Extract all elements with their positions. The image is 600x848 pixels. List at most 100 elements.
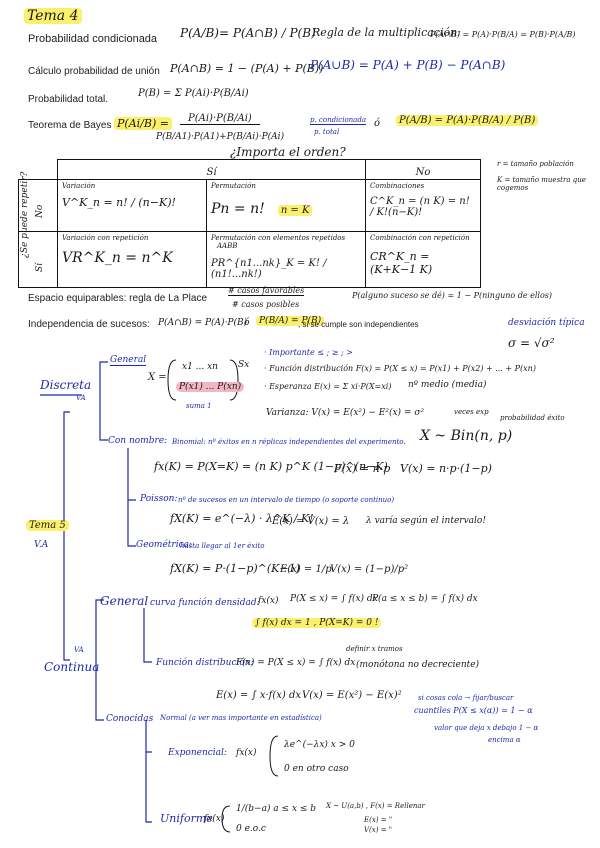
- bayes-note-bottom: p. total: [314, 128, 340, 136]
- cola-note-1: si cosas cola → fijar/buscar: [418, 694, 514, 702]
- p-le-formula: P(X ≤ x) = ∫ f(x) dx: [290, 594, 378, 604]
- geometrica-label: Geométrica:: [136, 540, 193, 550]
- discreta-label: Discreta: [40, 378, 92, 392]
- combinatoria-table: Sí No No Variación V^K_n = n! / (n−K)! P…: [18, 159, 481, 288]
- x-vector-bottom-box: P(x1) ... P(xn): [176, 382, 245, 392]
- binomial-note-prob: probabilidad éxito: [500, 414, 565, 422]
- discreta-va: VA: [76, 394, 86, 402]
- poisson-label: Poisson:: [140, 494, 178, 504]
- tema5-va: V.A: [34, 540, 49, 550]
- laplace-den: # casos posibles: [232, 300, 300, 309]
- perm-rep-extra: AABB: [217, 242, 238, 250]
- continua-label: Continua: [44, 660, 100, 674]
- geometrica-desc: hasta llegar al 1er éxito: [180, 542, 265, 550]
- x-vector-bottom: P(x1) ... P(xn): [176, 382, 245, 392]
- varianza-continua: V(x) = E(x²) − E(x)²: [302, 690, 402, 701]
- comb-rep-title: Combinación con repetición: [370, 234, 470, 242]
- tema5-box: Tema 5: [26, 520, 69, 531]
- laplace-num: # casos favorables: [228, 286, 305, 296]
- permutacion-formula: Pn = n!: [211, 201, 265, 217]
- x-vector-top: x1 ... xn: [182, 362, 218, 372]
- p-ab-formula: P(a ≤ x ≤ b) = ∫ f(x) dx: [372, 594, 478, 604]
- bayes-denominator: P(B/A1)·P(A1)+P(B/Ai)·P(Ai): [156, 132, 285, 142]
- bayes-alt-box: P(A/B) = P(A)·P(B/A) / P(B): [396, 115, 539, 126]
- bayes-lhs-box: P(Ai/B) =: [114, 117, 172, 130]
- perm-rep-title: Permutación con elementos repetidos: [211, 234, 346, 242]
- permutacion-note: n = K: [277, 205, 313, 216]
- suma1-note: suma 1: [186, 402, 212, 410]
- definir-tramos-note: definir x tramos: [346, 645, 403, 653]
- importante-note: · Importante ≤ ; ≥ ; >: [264, 348, 353, 357]
- desviacion-label: desviación típica: [508, 318, 585, 328]
- funcion-dist-continua-formula: F(x) = P(X ≤ x) = ∫ f(x) dx: [236, 658, 356, 668]
- exponencial-label: Exponencial:: [168, 748, 227, 758]
- cola-note-4: encima α: [488, 736, 521, 744]
- binomial-V: V(x) = n·p·(1−p): [400, 462, 492, 475]
- uniforme-V: V(x) = ": [364, 826, 392, 834]
- independencia-alt: P(B/A) = P(B): [256, 316, 325, 326]
- bayes-o: ó: [374, 118, 381, 129]
- note-k: K = tamaño muestra que cogemos: [497, 176, 586, 192]
- funcion-dist-continua-label: Función distribución:: [156, 658, 254, 668]
- combinacion-formula: C^K_n = (n K) = n! / K!(n−K)!: [370, 196, 470, 218]
- geometrica-V: V(x) = (1−p)/p²: [330, 564, 409, 575]
- permutacion-title: Permutación: [211, 182, 256, 190]
- independencia-label: Independencia de sucesos:: [28, 319, 150, 330]
- variacion-formula: V^K_n = n! / (n−K)!: [62, 196, 176, 209]
- binomial-pmf: fx(K) = P(X=K) = (n K) p^K (1−p)^(n−K): [154, 460, 388, 473]
- cola-note-2: cuantiles P(X ≤ x(α)) = 1 − α: [414, 706, 533, 715]
- prob-cond-formula: P(A/B)= P(A∩B) / P(B): [180, 26, 316, 40]
- combinacion-title: Combinaciones: [370, 182, 425, 190]
- conocidas-label: Conocidas: [106, 714, 154, 724]
- continua-general-label: General: [100, 594, 149, 608]
- geometrica-pmf: fX(K) = P·(1−p)^(K−1): [170, 562, 300, 575]
- integral-note: ∫ f(x) dx = 1 , P(X=K) = 0 !: [252, 618, 382, 628]
- union-formula: P(A∩B) = 1 − (P(A) + P(B)): [170, 62, 324, 75]
- perm-rep-formula: PR^{n1...nk}_K = K! / (n1!...nk!): [211, 258, 327, 280]
- varianza-discreta: Varianza: V(x) = E(x²) − E²(x) = σ²: [266, 408, 425, 418]
- monotona-note: (monótona no decreciente): [356, 660, 480, 670]
- uniforme-E: E(x) = ": [364, 816, 393, 824]
- bayes-alt: P(A/B) = P(A)·P(B/A) / P(B): [396, 115, 539, 126]
- discreta-general-label: General: [110, 355, 147, 366]
- independencia-formula: P(A∩B) = P(A)·P(B): [158, 318, 248, 328]
- independencia-note: , si se cumple son independientes: [298, 320, 419, 329]
- total-label: Probabilidad total.: [28, 94, 109, 105]
- poisson-note: λ varía según el intervalo!: [366, 516, 486, 526]
- equiprobables-label: Espacio equiparables: regla de La Place: [28, 293, 208, 304]
- binomial-desc: Binomial: nº éxitos en n réplicas indepe…: [172, 438, 406, 446]
- row-si-cell: Sí: [18, 231, 58, 288]
- bayes-numerator: P(Ai)·P(B/Ai): [180, 113, 260, 125]
- esperanza-note: nº medio (media): [408, 380, 487, 390]
- normal-desc: Normal (a ver mas importante en estadíst…: [160, 714, 322, 722]
- binomial-note-veces: veces exp: [454, 408, 489, 416]
- tema4-title: Tema 4: [24, 8, 82, 24]
- bayes-lhs: P(Ai/B) =: [114, 117, 172, 130]
- densidad-fx: fx(x): [258, 596, 279, 606]
- var-rep-title: Variación con repetición: [62, 234, 149, 242]
- perm-rep-cell: Permutación con elementos repetidos AABB…: [206, 231, 366, 288]
- x-vector-label: X =: [148, 372, 167, 383]
- union2-formula: P(A∪B) = P(A) + P(B) − P(A∩B): [310, 58, 506, 72]
- bayes-note-top: p. condicionada: [310, 116, 367, 125]
- comb-rep-formula: CR^K_n = (K+K−1 K): [370, 250, 433, 276]
- variacion-cell: Variación V^K_n = n! / (n−K)!: [57, 179, 207, 232]
- esperanza-discreta: · Esperanza E(x) = Σ xi·P(X=xi): [264, 382, 392, 391]
- independencia-alt-box: P(B/A) = P(B): [256, 316, 325, 326]
- union-label: Cálculo probabilidad de unión: [28, 66, 160, 77]
- tema5-label: Tema 5: [26, 520, 69, 531]
- var-rep-cell: Variación con repetición VR^K_n = n^K: [57, 231, 207, 288]
- uniforme-fx: fx(x): [204, 814, 225, 824]
- uniforme-note: X ~ U(a,b) , F(x) = Rellenar: [326, 802, 425, 810]
- curva-densidad-label: curva función densidad:: [150, 598, 260, 608]
- bayes-label: Teorema de Bayes: [28, 120, 112, 131]
- exponencial-bottom: 0 en otro caso: [284, 764, 349, 774]
- var-rep-formula: VR^K_n = n^K: [62, 250, 173, 266]
- binomial-dist: X ~ Bin(n, p): [420, 428, 513, 444]
- binomial-F: F(x) = n·p: [334, 462, 391, 475]
- desviacion-formula: σ = √σ²: [508, 336, 555, 350]
- poisson-desc: nº de sucesos en un intervalo de tiempo …: [178, 496, 395, 504]
- poisson-EV: E(x) = V(x) = λ: [272, 516, 350, 527]
- col-si-label: Sí: [206, 167, 217, 178]
